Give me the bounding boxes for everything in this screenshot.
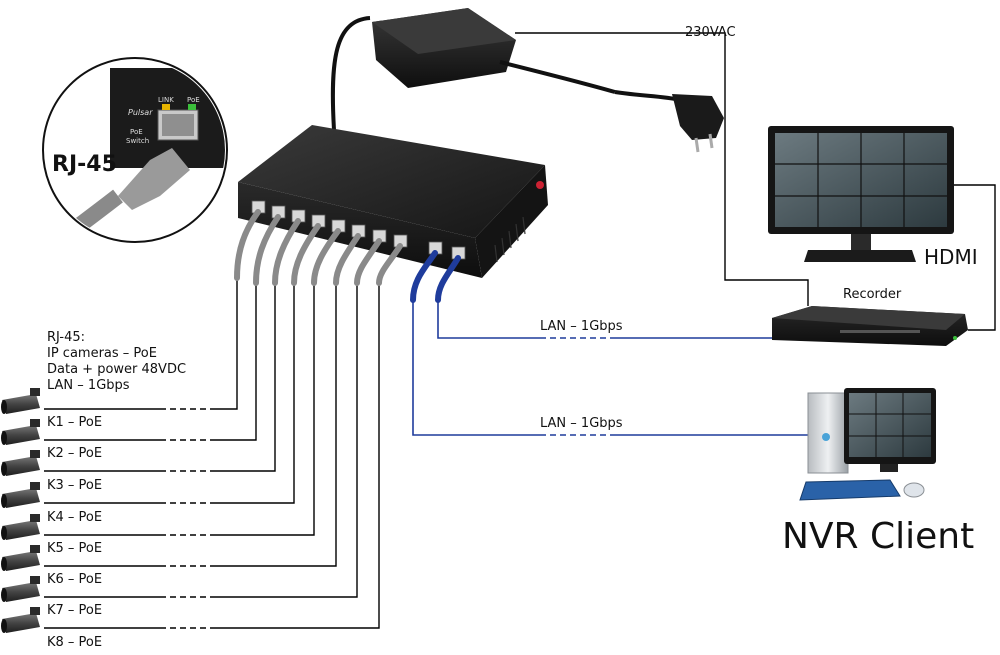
camera-line-k3 [215,283,276,472]
camera-line-k7 [215,283,358,598]
camera-note-line: LAN – 1Gbps [47,378,130,393]
camera-label-k1: K1 – PoE [47,415,103,430]
recorder-device [772,306,968,346]
power-label: 230VAC [685,25,736,40]
camera-line-k1 [215,278,238,410]
camera-line-k6 [215,283,337,567]
camera-note-line: IP cameras – PoE [47,346,157,361]
client-lan-label: LAN – 1Gbps [540,416,623,431]
camera-icon [1,482,40,508]
camera-line-k4 [215,283,295,504]
switch-word-2: Switch [126,137,150,145]
camera-label-k8: K8 – PoE [47,635,103,650]
camera-icon [1,576,40,602]
uplink-wiring [412,300,810,436]
nvr-client-label: NVR Client [782,516,975,557]
camera-icon [1,607,40,633]
camera-note-line: RJ-45: [47,330,86,345]
camera-icons [1,388,40,633]
recorder-label: Recorder [843,287,902,302]
camera-label-k2: K2 – PoE [47,446,103,461]
power-wiring [515,32,996,331]
monitor [768,126,954,262]
camera-label-k7: K7 – PoE [47,603,103,618]
uplink-dashed [540,337,610,436]
switch-link-label: LINK [158,96,174,104]
camera-line-k8 [215,283,380,629]
camera-icon [1,388,40,414]
recorder-lan-label: LAN – 1Gbps [540,319,623,334]
camera-patch-cables [234,209,403,286]
switch-poe-label: PoE [187,96,200,104]
pc-workstation [799,388,936,501]
camera-label-k6: K6 – PoE [47,572,103,587]
switch-word-1: PoE [130,128,143,136]
camera-wiring [215,278,380,629]
camera-icon [1,450,40,476]
client-uplink-line [412,300,540,436]
switch-brand-label: Pulsar [128,108,153,117]
camera-icon [1,419,40,445]
hdmi-line [952,184,996,331]
hdmi-label: HDMI [924,245,978,269]
camera-icon [1,545,40,571]
camera-wiring-dashed [160,408,215,629]
poe-switch [238,125,548,278]
camera-label-k5: K5 – PoE [47,541,103,556]
camera-line-k2 [215,283,257,441]
camera-note-line: Data + power 48VDC [47,362,187,377]
rj45-callout [42,57,228,243]
camera-label-k4: K4 – PoE [47,510,103,525]
recorder-uplink-line [437,300,540,339]
uplink-patch-cables [410,250,461,303]
camera-wiring-tails [44,408,160,629]
rj45-label: RJ-45 [52,152,117,177]
camera-icon [1,514,40,540]
camera-note: RJ-45: IP cameras – PoE Data + power 48V… [47,330,186,394]
camera-label-k3: K3 – PoE [47,478,103,493]
power-adapter [330,8,724,153]
camera-line-k5 [215,283,315,536]
